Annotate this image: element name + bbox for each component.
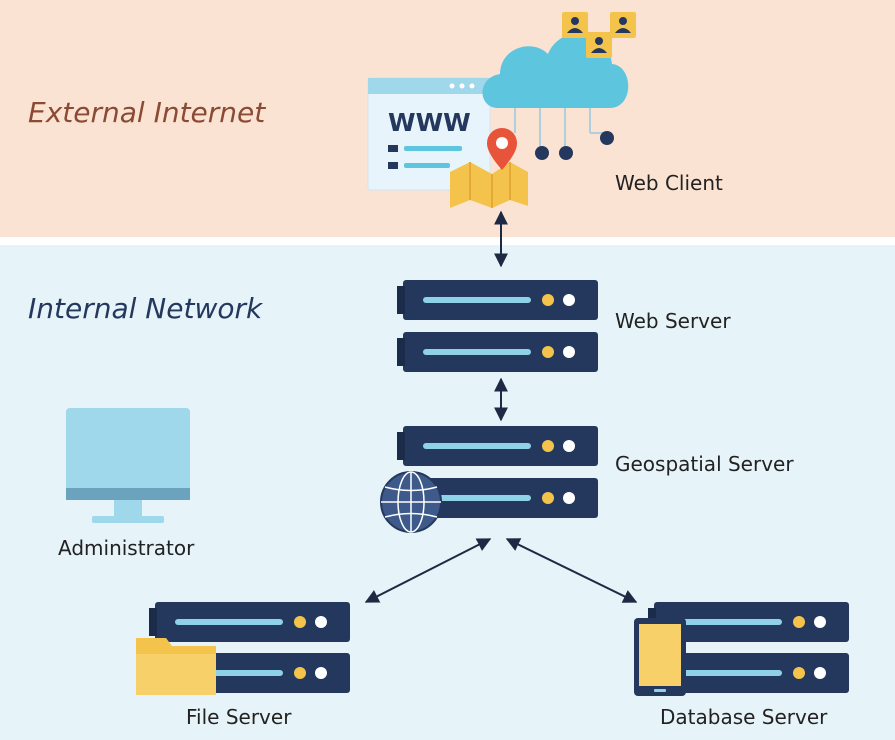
users-icon	[562, 12, 636, 58]
database-server-label: Database Server	[660, 705, 828, 729]
zone-divider	[0, 237, 895, 245]
geospatial-server-label: Geospatial Server	[615, 452, 794, 476]
arrow-geospatial-dbserver	[505, 538, 638, 603]
folder-icon	[136, 638, 216, 695]
www-text: WWW	[388, 108, 471, 137]
globe-icon	[380, 471, 442, 533]
administrator-label: Administrator	[58, 536, 195, 560]
arrow-geospatial-fileserver	[364, 538, 492, 603]
location-pin-icon	[487, 128, 517, 170]
web-client-label: Web Client	[615, 171, 723, 195]
internal-zone-label: Internal Network	[28, 292, 263, 325]
browser-window-icon: WWW	[367, 77, 491, 191]
monitor-icon	[66, 408, 190, 523]
file-server-label: File Server	[186, 705, 292, 729]
map-icon	[450, 162, 528, 208]
web-server-label: Web Server	[615, 309, 731, 333]
external-zone-label: External Internet	[28, 96, 266, 129]
phone-icon	[634, 618, 686, 696]
